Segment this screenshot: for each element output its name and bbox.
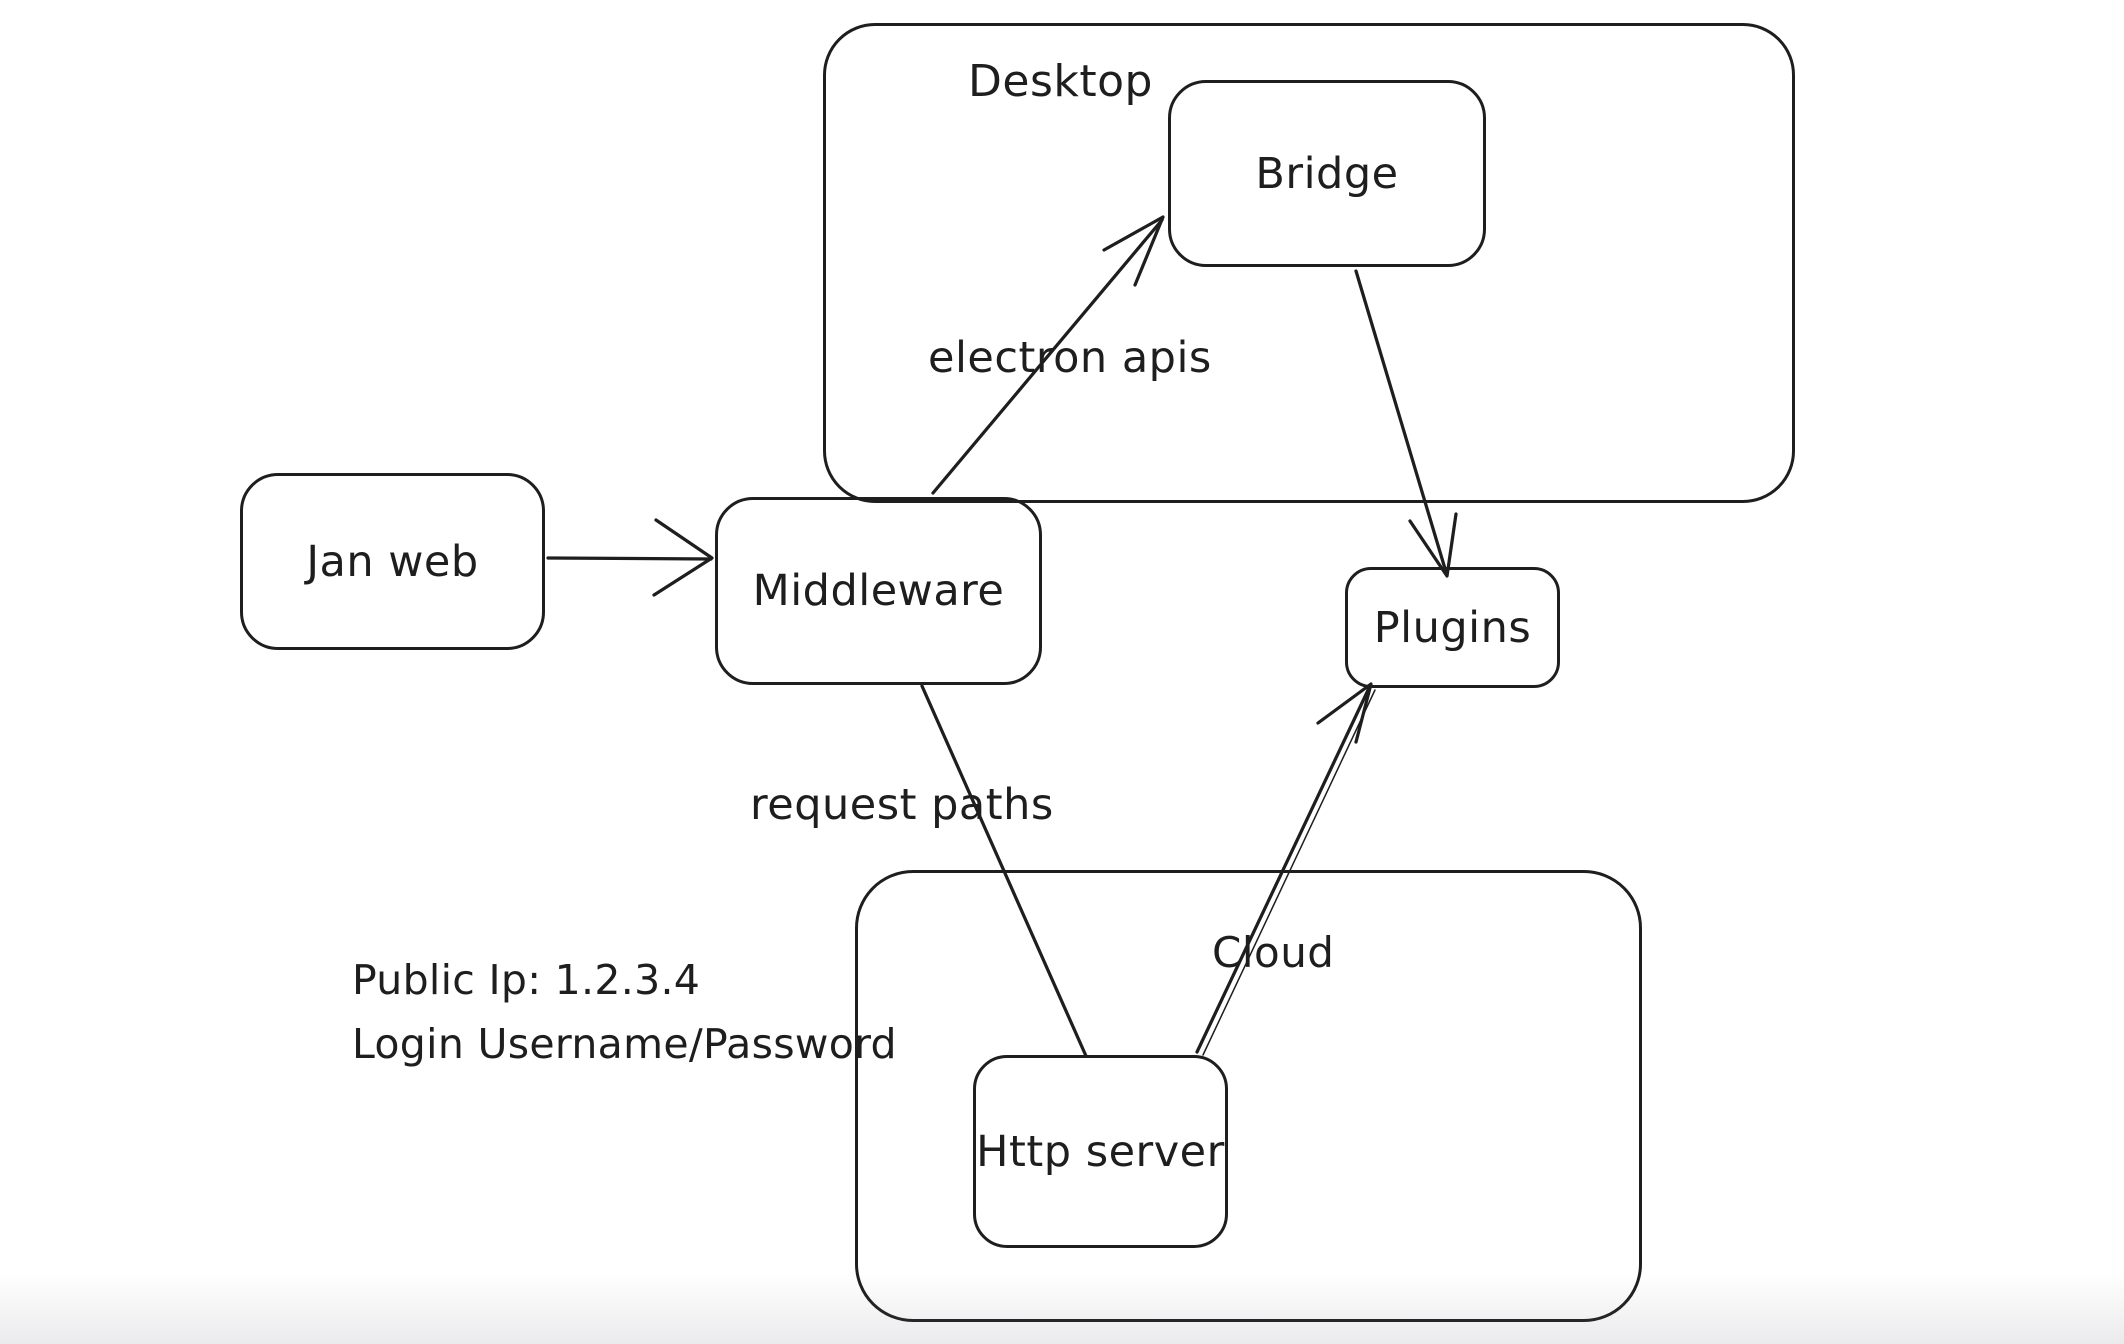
edge-label-electron-apis[interactable]: electron apis (928, 333, 1212, 383)
arrow-middleware-to-bridge[interactable] (931, 215, 1165, 495)
annotation-public-ip: Public Ip: 1.2.3.4 (352, 956, 701, 1004)
desktop-container[interactable] (823, 23, 1795, 503)
bridge-node-label: Bridge (1255, 148, 1399, 199)
edge-label-request-paths[interactable]: request paths (750, 780, 1054, 830)
annotation-credentials[interactable]: Public Ip: 1.2.3.4 Login Username/Passwo… (352, 948, 897, 1076)
middleware-node[interactable]: Middleware (715, 497, 1042, 685)
desktop-label[interactable]: Desktop (968, 56, 1153, 107)
middleware-node-label: Middleware (752, 566, 1005, 616)
http-server-node-label: Http server (976, 1126, 1225, 1177)
arrow-bridge-to-plugins[interactable] (1354, 269, 1458, 578)
annotation-login: Login Username/Password (352, 1020, 897, 1068)
cloud-label[interactable]: Cloud (1212, 928, 1335, 977)
bridge-node[interactable]: Bridge (1168, 80, 1486, 267)
arrow-janweb-to-middleware[interactable] (546, 518, 714, 597)
jan-web-node-label: Jan web (306, 536, 479, 587)
plugins-node[interactable]: Plugins (1345, 567, 1560, 688)
http-server-node[interactable]: Http server (973, 1055, 1228, 1248)
jan-web-node[interactable]: Jan web (240, 473, 545, 650)
cloud-container[interactable] (855, 870, 1642, 1322)
plugins-node-label: Plugins (1373, 602, 1532, 653)
